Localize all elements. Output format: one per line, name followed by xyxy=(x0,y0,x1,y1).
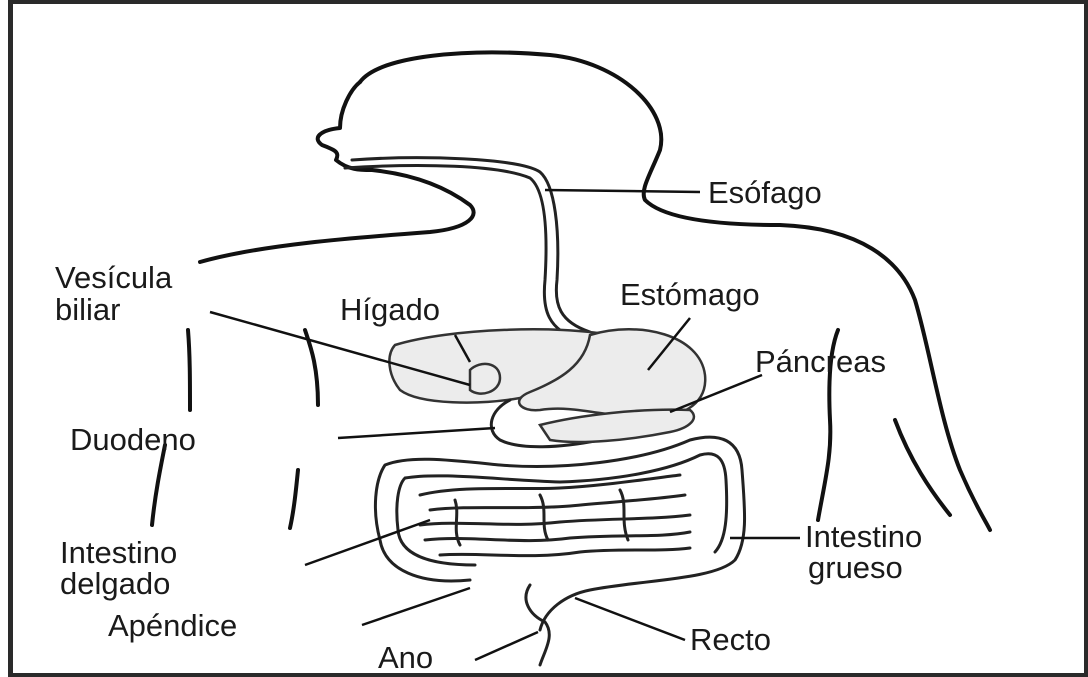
leader-ano xyxy=(475,632,538,660)
pancreas xyxy=(540,410,694,442)
label-vesicula-line1: Vesícula xyxy=(55,260,173,295)
rectum xyxy=(526,585,549,665)
label-intestino-grueso-line1: Intestino xyxy=(805,519,922,554)
label-pancreas: Páncreas xyxy=(755,344,886,379)
leader-intestino-delgado xyxy=(305,520,430,565)
label-apendice: Apéndice xyxy=(108,608,237,643)
left-arm-outline xyxy=(188,330,190,410)
label-ano: Ano xyxy=(378,640,433,675)
small-intestine-coils xyxy=(420,475,690,556)
left-arm-lower-outline xyxy=(152,445,165,525)
label-estomago: Estómago xyxy=(620,277,760,312)
label-recto: Recto xyxy=(690,622,771,657)
neck-left-outline xyxy=(200,170,474,262)
gallbladder xyxy=(470,364,500,394)
leader-esofago xyxy=(545,190,700,192)
leader-duodeno xyxy=(338,428,495,438)
label-higado: Hígado xyxy=(340,292,440,327)
label-intestino-grueso-line2: grueso xyxy=(808,550,903,585)
right-arm-outline xyxy=(895,420,950,515)
label-intestino-delgado-line2: delgado xyxy=(60,566,170,601)
leader-recto xyxy=(575,598,685,640)
leader-apendice xyxy=(362,588,470,625)
label-vesicula-line2: biliar xyxy=(55,292,120,327)
label-esofago: Esófago xyxy=(708,175,822,210)
face-outline xyxy=(318,82,372,170)
label-duodeno: Duodeno xyxy=(70,422,196,457)
label-intestino-delgado-line1: Intestino xyxy=(60,535,177,570)
left-torso-lower-outline xyxy=(290,470,298,528)
